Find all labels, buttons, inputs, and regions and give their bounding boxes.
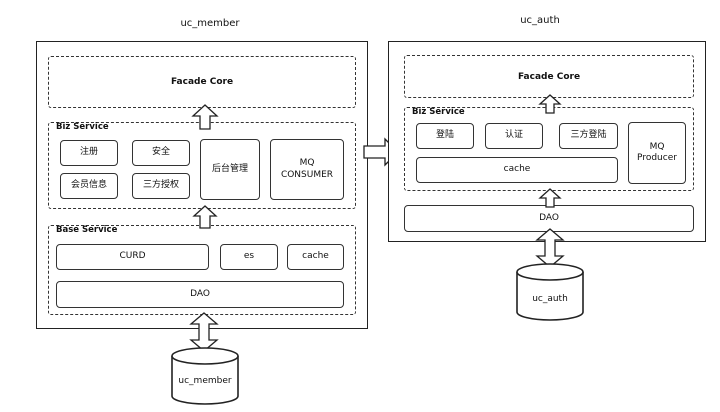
auth-biz-third-party-login-label: 三方登陆	[570, 130, 607, 141]
member-base-es: es	[220, 244, 278, 270]
member-mq-consumer: MQ CONSUMER	[270, 139, 344, 200]
member-biz-to-facade-arrow	[191, 104, 219, 130]
member-base-cache: cache	[287, 244, 344, 270]
member-biz-register-label: 注册	[79, 147, 98, 158]
member-dao: DAO	[56, 281, 344, 308]
auth-dao-label: DAO	[539, 212, 559, 223]
member-mq-consumer-line2: CONSUMER	[280, 169, 334, 180]
member-base-es-label: es	[243, 251, 255, 262]
member-dao-label: DAO	[190, 288, 210, 299]
member-admin-label: 后台管理	[211, 163, 248, 174]
member-base-curd: CURD	[56, 244, 209, 270]
member-biz-security-label: 安全	[151, 147, 170, 158]
member-biz-service-label: Biz Service	[56, 122, 109, 132]
uc-member-database-icon	[171, 347, 239, 405]
auth-biz-service-label: Biz Service	[412, 107, 465, 117]
auth-biz-third-party-login: 三方登陆	[559, 123, 618, 149]
auth-facade-core-label: Facade Core	[517, 71, 581, 82]
member-facade-core: Facade Core	[48, 56, 356, 108]
member-biz-member-info: 会员信息	[60, 173, 118, 199]
member-biz-third-party-auth: 三方授权	[132, 173, 190, 199]
uc-auth-database-label: uc_auth	[532, 294, 568, 304]
uc-auth-title: uc_auth	[520, 15, 560, 26]
auth-mq-producer-line1: MQ	[649, 141, 665, 152]
auth-biz-authentication-label: 认证	[504, 130, 523, 141]
auth-biz-cache-label: cache	[503, 164, 531, 175]
auth-biz-login-label: 登陆	[435, 130, 454, 141]
auth-mq-producer: MQ Producer	[628, 122, 686, 184]
member-base-service-label: Base Service	[56, 225, 118, 235]
member-base-curd-label: CURD	[119, 251, 146, 262]
member-biz-security: 安全	[132, 140, 190, 166]
auth-facade-core: Facade Core	[404, 55, 694, 98]
uc-member-title: uc_member	[180, 18, 240, 29]
member-admin: 后台管理	[200, 139, 260, 200]
auth-biz-to-facade-arrow	[538, 94, 562, 114]
member-biz-member-info-label: 会员信息	[70, 180, 107, 191]
auth-dao: DAO	[404, 205, 694, 232]
auth-dao-to-biz-arrow	[538, 188, 562, 208]
member-base-to-biz-arrow	[192, 205, 218, 229]
auth-mq-producer-line2: Producer	[637, 153, 677, 163]
auth-biz-cache: cache	[416, 157, 618, 183]
uc-auth-database-icon	[516, 263, 584, 321]
auth-biz-authentication: 认证	[485, 123, 543, 149]
member-biz-register: 注册	[60, 140, 118, 166]
member-base-cache-label: cache	[302, 251, 329, 262]
auth-biz-login: 登陆	[416, 123, 474, 149]
member-facade-core-label: Facade Core	[170, 77, 234, 87]
uc-member-database-label: uc_member	[178, 376, 232, 386]
member-biz-third-party-auth-label: 三方授权	[142, 180, 179, 191]
member-mq-consumer-line1: MQ	[299, 158, 315, 169]
